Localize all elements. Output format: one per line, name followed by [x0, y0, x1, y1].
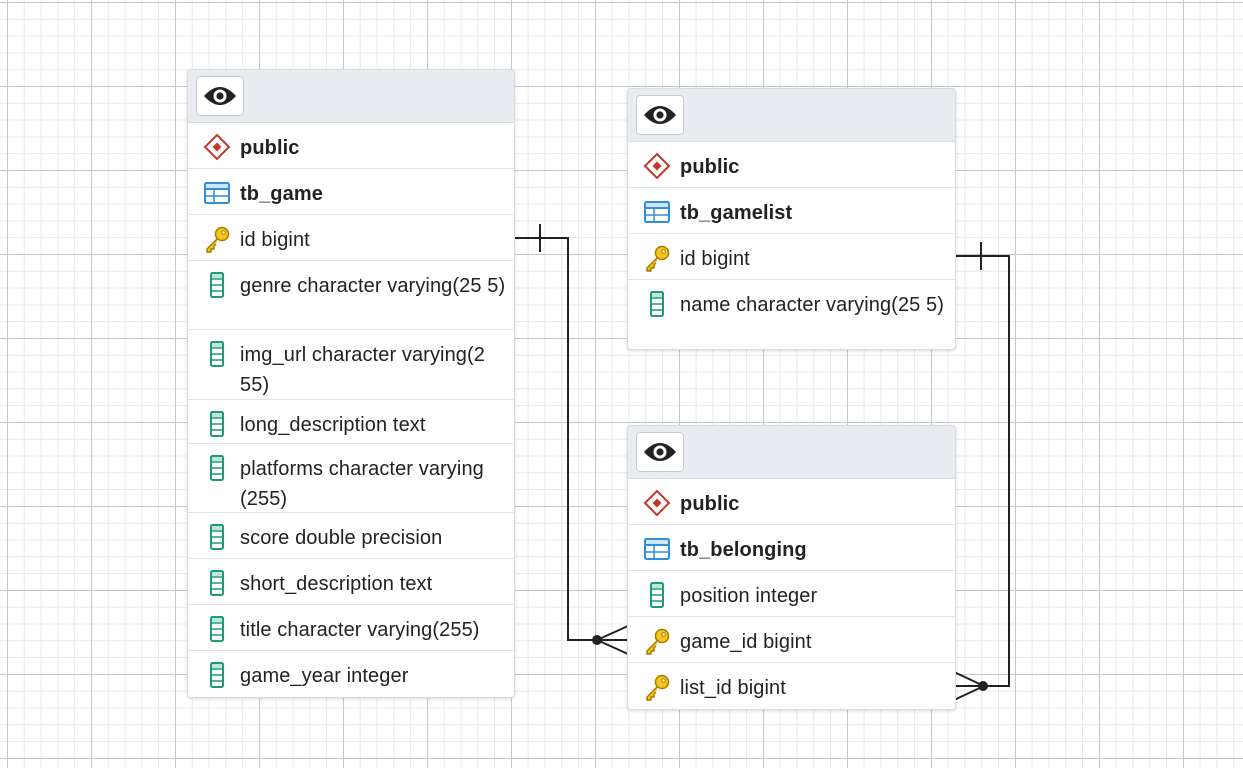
- column-row[interactable]: id bigint: [188, 215, 514, 261]
- column-row[interactable]: genre character varying(25 5): [188, 261, 514, 330]
- schema-icon: [643, 489, 671, 517]
- schema-name: public: [680, 156, 740, 178]
- column-label: short_description text: [240, 573, 433, 595]
- crowfoot-upper: [596, 625, 629, 641]
- entity-header: [628, 426, 955, 479]
- column-row[interactable]: platforms character varying (255): [188, 444, 514, 513]
- schema-icon: [203, 133, 231, 161]
- column-row[interactable]: name character varying(25 5): [628, 280, 955, 349]
- column-label: id bigint: [680, 248, 750, 270]
- table-name: tb_belonging: [680, 539, 807, 561]
- entity-tb-belonging[interactable]: public tb_belonging position integer gam…: [627, 425, 956, 710]
- schema-name: public: [240, 137, 300, 159]
- schema-row: public: [628, 479, 955, 525]
- key-icon: [643, 627, 671, 655]
- column-label: id bigint: [240, 229, 310, 251]
- column-label: long_description text: [240, 414, 426, 436]
- table-name-row: tb_game: [188, 169, 514, 215]
- toggle-details-button[interactable]: [636, 432, 684, 472]
- relationship-game-belonging[interactable]: [513, 224, 629, 655]
- table-name: tb_gamelist: [680, 202, 793, 224]
- column-row[interactable]: id bigint: [628, 234, 955, 280]
- column-icon: [203, 454, 231, 482]
- table-icon: [203, 179, 231, 207]
- eye-icon: [644, 443, 676, 461]
- entity-tb-game[interactable]: public tb_game id bigint genre character…: [187, 69, 515, 698]
- column-label: title character varying(255): [240, 619, 480, 641]
- key-icon: [643, 244, 671, 272]
- column-label: genre character varying(25 5): [240, 275, 506, 297]
- table-name-row: tb_gamelist: [628, 188, 955, 234]
- crowfoot-dot: [978, 681, 988, 691]
- eye-icon: [204, 87, 236, 105]
- column-icon: [203, 569, 231, 597]
- relationship-line: [954, 255, 1010, 687]
- column-icon: [203, 410, 231, 438]
- column-label: list_id bigint: [680, 677, 786, 699]
- crowfoot-dot: [592, 635, 602, 645]
- table-icon: [643, 535, 671, 563]
- crowfoot-lower: [596, 639, 629, 655]
- toggle-details-button[interactable]: [196, 76, 244, 116]
- column-label: game_year integer: [240, 665, 409, 687]
- column-icon: [643, 581, 671, 609]
- toggle-details-button[interactable]: [636, 95, 684, 135]
- column-row[interactable]: title character varying(255): [188, 605, 514, 651]
- key-icon: [203, 225, 231, 253]
- schema-row: public: [628, 142, 955, 188]
- column-label: position integer: [680, 585, 818, 607]
- column-label: game_id bigint: [680, 631, 812, 653]
- entity-header: [628, 89, 955, 142]
- relationship-line: [513, 237, 628, 641]
- column-icon: [203, 340, 231, 368]
- column-row[interactable]: score double precision: [188, 513, 514, 559]
- entity-tb-gamelist[interactable]: public tb_gamelist id bigint name charac…: [627, 88, 956, 350]
- column-icon: [643, 290, 671, 318]
- relationship-gamelist-belonging[interactable]: [953, 242, 1010, 701]
- column-row[interactable]: game_year integer: [188, 651, 514, 697]
- schema-row: public: [188, 123, 514, 169]
- key-icon: [643, 673, 671, 701]
- column-row[interactable]: list_id bigint: [628, 663, 955, 709]
- schema-name: public: [680, 493, 740, 515]
- column-icon: [203, 615, 231, 643]
- column-label: name character varying(25 5): [680, 294, 945, 316]
- column-row[interactable]: position integer: [628, 571, 955, 617]
- column-icon: [203, 523, 231, 551]
- column-label: platforms character varying (255): [240, 458, 484, 510]
- column-row[interactable]: img_url character varying(2 55): [188, 330, 514, 400]
- column-row[interactable]: long_description text: [188, 400, 514, 444]
- table-name: tb_game: [240, 183, 323, 205]
- column-label: img_url character varying(2 55): [240, 344, 486, 396]
- column-row[interactable]: short_description text: [188, 559, 514, 605]
- entity-header: [188, 70, 514, 123]
- table-name-row: tb_belonging: [628, 525, 955, 571]
- column-label: score double precision: [240, 527, 443, 549]
- column-row[interactable]: game_id bigint: [628, 617, 955, 663]
- column-icon: [203, 661, 231, 689]
- table-icon: [643, 198, 671, 226]
- column-icon: [203, 271, 231, 299]
- schema-icon: [643, 152, 671, 180]
- eye-icon: [644, 106, 676, 124]
